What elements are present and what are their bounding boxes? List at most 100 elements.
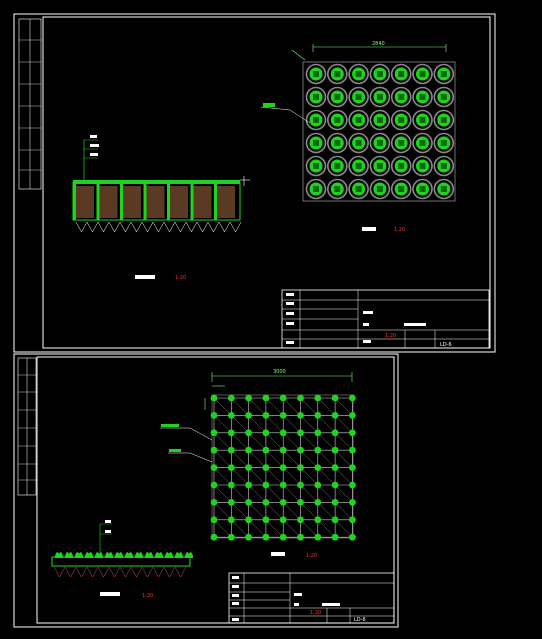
sheet-1-sheet-number: LD-6: [440, 342, 452, 348]
lattice-diagonal: [334, 432, 353, 451]
sheet-2-paver-grid: [210, 394, 356, 541]
sheet-1-gravel-hatch: [75, 221, 242, 233]
sheet-2-title-scale: 1:20: [310, 610, 321, 616]
lattice-diagonal: [300, 397, 318, 416]
lattice-diagonal: [300, 432, 318, 451]
grass-core: [419, 163, 426, 169]
grass-node: [349, 516, 356, 524]
grass-node: [227, 464, 235, 471]
paver-ring: [326, 109, 348, 131]
gravel-hatch-line: [152, 221, 165, 233]
grass-node: [262, 394, 270, 402]
gravel-hatch-line: [97, 566, 110, 578]
paver-ring: [369, 63, 391, 85]
grass-core: [419, 94, 426, 100]
grass-core: [440, 140, 447, 146]
grass-node: [262, 499, 270, 506]
grass-node: [314, 394, 322, 402]
soil-cell: [193, 186, 212, 218]
grass-node: [210, 394, 218, 402]
grass-core: [334, 71, 341, 77]
grass-node: [314, 412, 322, 419]
lattice-diagonal: [265, 484, 284, 503]
paver-wall: [214, 182, 217, 220]
lattice-diagonal: [334, 519, 353, 538]
lattice-diagonal: [213, 467, 232, 486]
grass-core: [334, 163, 341, 169]
lattice-diagonal: [248, 502, 267, 520]
grass-node: [297, 412, 304, 419]
gravel-hatch-line: [130, 221, 143, 233]
plant-tuft: [94, 552, 104, 559]
gravel-hatch-line: [53, 566, 66, 578]
sheet-2-section-view: 1:20: [51, 520, 194, 599]
lattice-diagonal: [265, 432, 284, 451]
grass-core: [355, 140, 362, 146]
plant-tuft: [164, 552, 174, 559]
gravel-hatch-line: [64, 566, 77, 578]
grass-node: [349, 412, 356, 419]
lattice-diagonal: [283, 415, 301, 433]
paver-ring: [390, 109, 412, 131]
grass-core: [376, 140, 383, 146]
grass-node: [297, 499, 304, 506]
grass-core: [313, 186, 319, 192]
gravel-hatch-line: [207, 221, 220, 233]
grass-node: [297, 394, 304, 402]
paver-wall: [167, 182, 170, 220]
grass-node: [314, 533, 322, 541]
grass-node: [279, 394, 287, 402]
grass-node: [331, 429, 339, 437]
grass-node: [349, 499, 356, 506]
soil-cell: [170, 186, 188, 218]
grass-node: [331, 481, 339, 489]
grass-core: [376, 71, 383, 77]
lattice-diagonal: [213, 484, 232, 503]
paver-ring: [369, 109, 391, 131]
grass-node: [245, 446, 253, 454]
grass-core: [419, 117, 426, 123]
gravel-hatch-line: [86, 566, 99, 578]
grass-core: [355, 186, 362, 192]
paver-ring: [348, 178, 369, 200]
grass-node: [245, 464, 253, 471]
plant-tuft: [104, 552, 114, 559]
paver-ring: [412, 178, 433, 200]
grass-node: [314, 464, 322, 471]
lattice-diagonal: [300, 519, 318, 538]
gravel-hatch-line: [141, 221, 154, 233]
grass-node: [297, 516, 304, 524]
sheet-2-inner-frame: [36, 356, 395, 624]
grass-node: [314, 429, 322, 437]
lattice-diagonal: [265, 450, 284, 468]
paver-wall: [143, 182, 147, 220]
sheet-2-plan-scale: 1:20: [306, 553, 317, 559]
grass-core: [376, 186, 383, 192]
lattice-diagonal: [334, 397, 353, 416]
plant-tuft: [84, 552, 94, 559]
grass-node: [279, 446, 287, 454]
grass-core: [419, 140, 426, 146]
paver-ring: [433, 109, 455, 131]
grass-node: [314, 481, 322, 489]
grass-node: [297, 464, 304, 471]
grass-node: [227, 533, 235, 541]
paver-ring: [326, 63, 348, 85]
gravel-hatch-line: [75, 221, 88, 233]
sheet-1-outer-frame: [13, 13, 496, 353]
grass-core: [440, 163, 447, 169]
grass-node: [314, 499, 322, 506]
grass-node: [314, 446, 322, 454]
grass-core: [398, 94, 405, 100]
grass-core: [334, 94, 341, 100]
gravel-hatch-line: [108, 221, 121, 233]
grass-node: [210, 499, 218, 506]
lattice-diagonal: [248, 415, 267, 433]
soil-cell: [99, 186, 118, 218]
lattice-diagonal: [213, 432, 232, 451]
grass-node: [262, 429, 270, 437]
lattice-diagonal: [248, 450, 267, 468]
paver-ring: [412, 155, 433, 177]
grass-node: [262, 464, 270, 471]
gravel-hatch-line: [163, 221, 176, 233]
